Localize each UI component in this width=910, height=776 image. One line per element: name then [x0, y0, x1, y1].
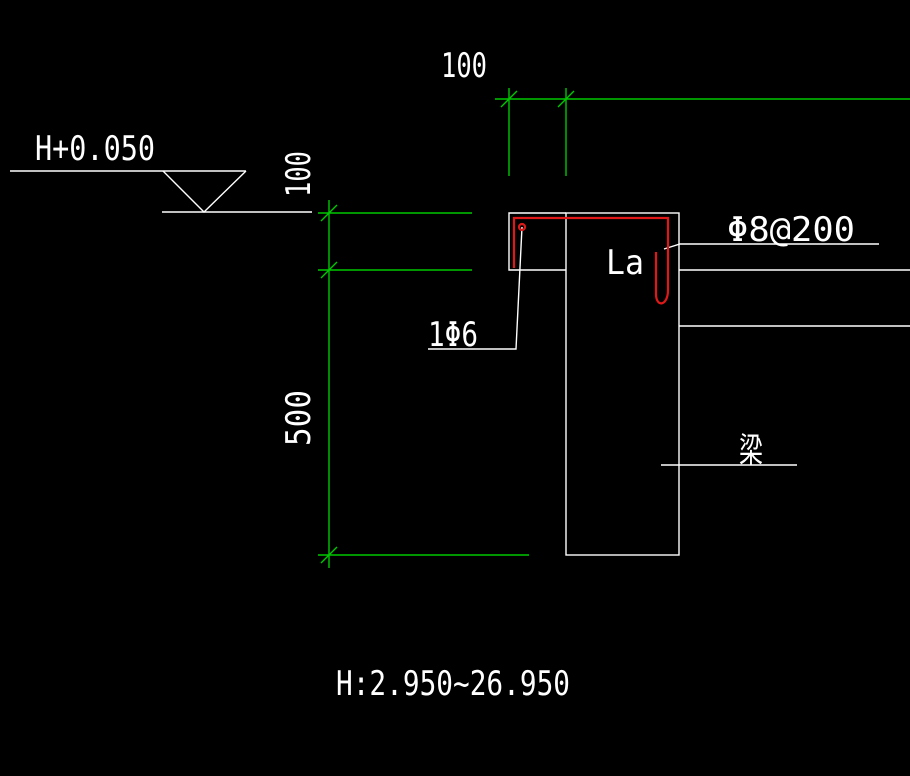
left-tick-bottom [320, 546, 338, 564]
beam-label: 梁 [739, 431, 763, 471]
anchorage-label: La [606, 243, 644, 283]
top-tick-right [557, 90, 575, 108]
level-range-label: H:2.950~26.950 [336, 664, 570, 704]
rebar-small-bar [517, 222, 527, 232]
dimension-lines [318, 88, 910, 568]
rebar-main-label: Φ8@200 [727, 210, 855, 250]
left-tick-top [320, 204, 338, 222]
rebar-main-leader [663, 243, 879, 250]
concrete-outline [10, 170, 910, 556]
left-dimension-top-label: 100 [279, 151, 319, 197]
top-tick-left [500, 90, 518, 108]
rebar [512, 216, 670, 305]
beam-outline [565, 212, 680, 556]
rebar-small-leader [428, 226, 523, 350]
left-dimension-bottom-label: 500 [279, 390, 319, 446]
rebar-hook [654, 252, 670, 305]
rebar-small-label: 1Φ6 [428, 315, 478, 355]
rebar-stirrup [512, 216, 670, 290]
elevation-triangle [162, 170, 247, 213]
left-tick-middle [320, 261, 338, 279]
ledge-outline [508, 212, 566, 271]
elevation-label: H+0.050 [35, 129, 155, 169]
top-dimension-label: 100 [441, 46, 487, 86]
